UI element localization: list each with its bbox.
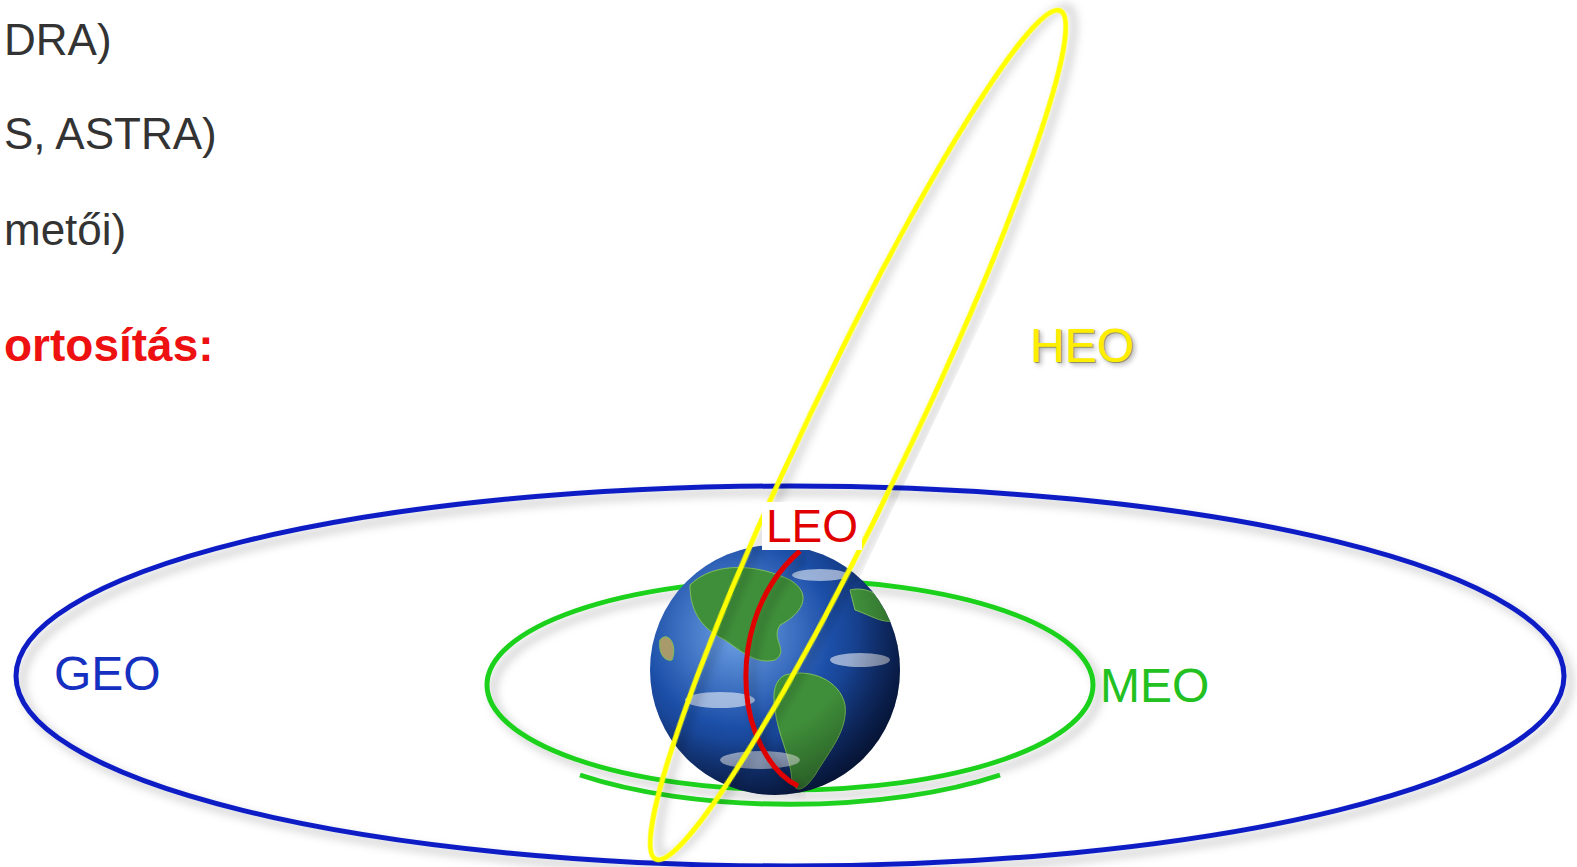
- orbit-label: HEO: [1030, 322, 1134, 370]
- orbit-label: MEO: [1100, 662, 1209, 710]
- leo-orbit: [746, 551, 800, 786]
- heo-orbit: [609, 0, 1108, 867]
- orbit-label: GEO: [54, 650, 161, 698]
- section-heading: ortosítás:: [4, 322, 214, 368]
- cut-off-text: S, ASTRA): [4, 112, 217, 156]
- cut-off-text: metői): [4, 208, 126, 252]
- cut-off-text: DRA): [4, 18, 112, 62]
- orbit-label: LEO: [762, 502, 862, 550]
- earth-globe: [650, 545, 900, 795]
